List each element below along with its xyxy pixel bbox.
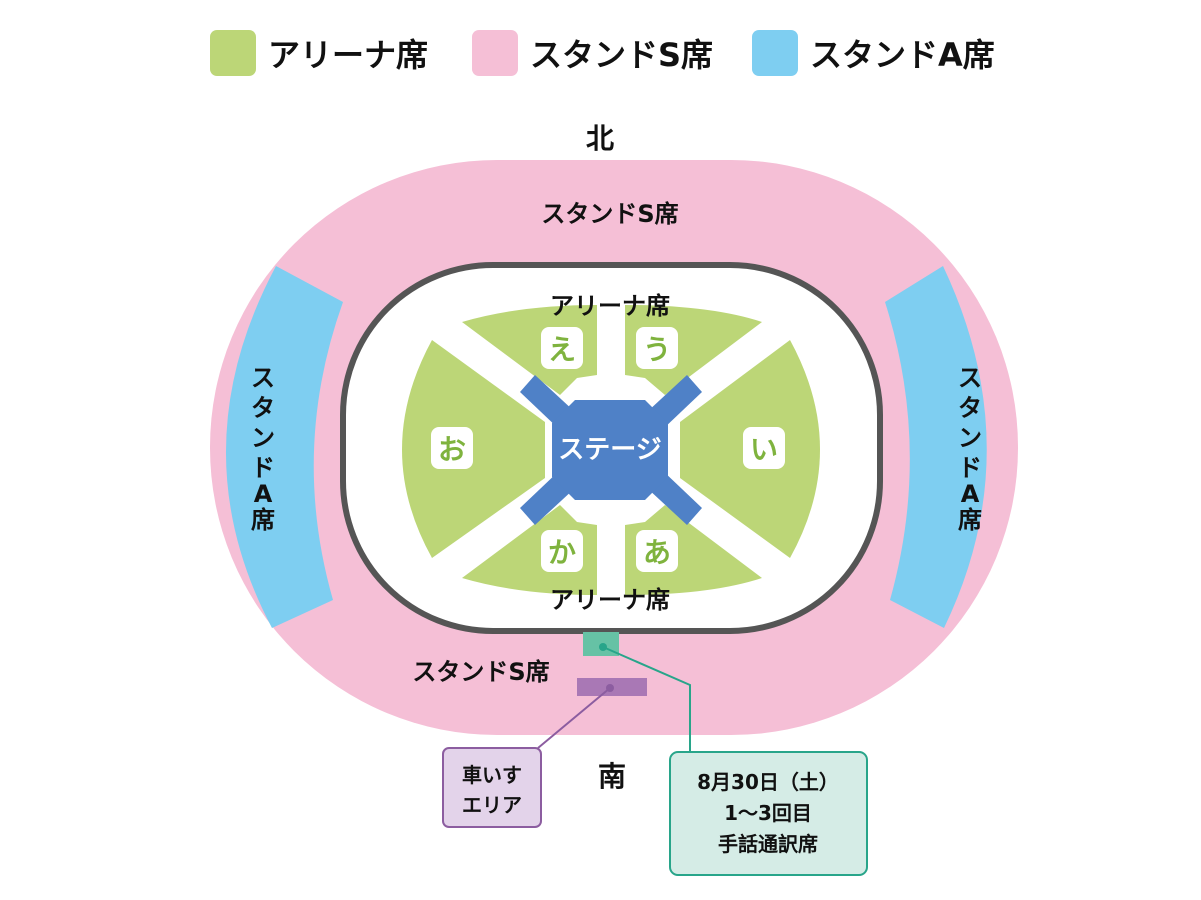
stand-a-right-char: ド bbox=[958, 454, 982, 482]
wheelchair-callout: 車いす エリア bbox=[442, 747, 542, 828]
arena-label-top: アリーナ席 bbox=[550, 292, 670, 320]
arena-block-o bbox=[402, 340, 545, 558]
legend-swatch-arena bbox=[210, 30, 256, 76]
block-badge-a: あ bbox=[636, 530, 678, 572]
sign-language-leader-line bbox=[602, 646, 691, 752]
compass-north: 北 bbox=[586, 122, 614, 155]
arena-label-bottom: アリーナ席 bbox=[550, 586, 670, 614]
block-badge-i: い bbox=[743, 427, 785, 469]
sign-language-callout: 8月30日（土） 1〜3回目 手話通訳席 bbox=[669, 751, 868, 876]
stand-a-left-section bbox=[225, 266, 343, 628]
block-badge-ka: か bbox=[541, 530, 583, 572]
legend-label-arena: アリーナ席 bbox=[268, 36, 428, 74]
stand-a-right-char: 席 bbox=[958, 506, 982, 534]
block-label-u: う bbox=[643, 333, 671, 366]
wheelchair-leader-line bbox=[537, 687, 611, 749]
legend: アリーナ席 スタンドS席 スタンドA席 bbox=[210, 30, 995, 76]
stage-center bbox=[552, 400, 668, 500]
block-label-o: お bbox=[438, 433, 466, 466]
stand-a-right-section bbox=[885, 266, 987, 628]
block-label-a: あ bbox=[643, 536, 671, 569]
wheelchair-leader-dot bbox=[606, 684, 614, 692]
block-label-e: え bbox=[548, 333, 576, 366]
stand-a-right-char: ス bbox=[958, 364, 982, 392]
block-badge-e: え bbox=[541, 327, 583, 369]
legend-swatch-stand-s bbox=[472, 30, 518, 76]
stand-a-left-char: A bbox=[254, 480, 273, 508]
sign-language-leader-dot bbox=[599, 643, 607, 651]
block-label-ka: か bbox=[548, 536, 576, 569]
arena-block-ka bbox=[462, 505, 597, 595]
sign-language-callout-line: 手話通訳席 bbox=[718, 832, 818, 856]
legend-label-stand-s: スタンドS席 bbox=[530, 36, 713, 74]
stand-a-left-char: 席 bbox=[251, 506, 275, 534]
sign-language-callout-line: 1〜3回目 bbox=[724, 801, 812, 825]
stand-a-right-char: タ bbox=[958, 394, 982, 422]
block-badge-o: お bbox=[431, 427, 473, 469]
arena-block-a bbox=[625, 505, 762, 595]
compass-south: 南 bbox=[598, 760, 626, 793]
stand-a-label-left: ス タ ン ド A 席 bbox=[251, 364, 275, 534]
stand-a-right-char: ン bbox=[958, 424, 982, 452]
stand-s-label-top: スタンドS席 bbox=[541, 200, 678, 228]
stand-a-left-char: ン bbox=[251, 424, 275, 452]
stand-s-label-bottom: スタンドS席 bbox=[412, 658, 549, 686]
stage-label: ステージ bbox=[558, 435, 661, 465]
sign-language-callout-line: 8月30日（土） bbox=[697, 770, 839, 794]
wheelchair-callout-line: エリア bbox=[462, 793, 522, 817]
legend-swatch-stand-a bbox=[752, 30, 798, 76]
stand-a-right-char: A bbox=[961, 480, 980, 508]
block-badge-u: う bbox=[636, 327, 678, 369]
legend-label-stand-a: スタンドA席 bbox=[810, 36, 995, 74]
block-label-i: い bbox=[750, 433, 778, 466]
stand-a-label-right: ス タ ン ド A 席 bbox=[958, 364, 982, 534]
stand-a-left-char: ド bbox=[251, 454, 275, 482]
stand-a-left-char: タ bbox=[251, 394, 275, 422]
wheelchair-callout-line: 車いす bbox=[462, 763, 522, 787]
stand-a-left-char: ス bbox=[251, 364, 275, 392]
